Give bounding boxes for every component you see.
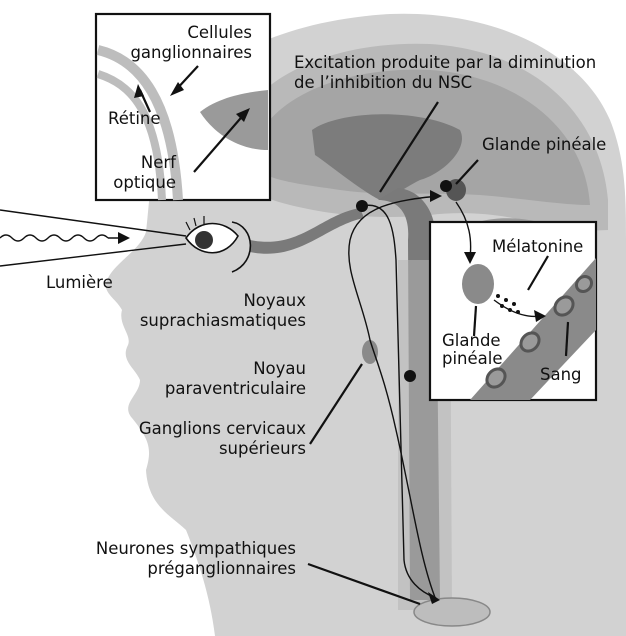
- label-nerf: Nerf: [141, 153, 177, 172]
- label-retine: Rétine: [108, 109, 161, 128]
- label-pineale-inset: pinéale: [442, 349, 503, 368]
- spinal-node: [404, 370, 416, 382]
- label-suprachiasmatiques: suprachiasmatiques: [140, 311, 306, 330]
- label-ganglions: Ganglions cervicaux: [139, 419, 306, 438]
- label-lumiere: Lumière: [46, 273, 113, 292]
- pineal-node: [440, 180, 452, 192]
- label-glande-inset: Glande: [442, 331, 501, 350]
- label-preganglionnaires: préganglionnaires: [147, 559, 296, 578]
- label-noyaux: Noyaux: [243, 291, 306, 310]
- label-melatonine: Mélatonine: [492, 237, 583, 256]
- pvn-structure: [362, 340, 378, 364]
- label-cellules: Cellules: [187, 23, 252, 42]
- label-glande-pineale: Glande pinéale: [482, 135, 606, 154]
- label-sang: Sang: [540, 365, 582, 384]
- label-excitation-2: de l’inhibition du NSC: [294, 73, 472, 92]
- label-ganglionnaires: ganglionnaires: [130, 43, 252, 62]
- label-optique: optique: [113, 173, 176, 192]
- sympathetic-ganglion: [414, 598, 490, 626]
- label-superieurs: supérieurs: [219, 439, 306, 458]
- label-paraventriculaire: paraventriculaire: [165, 379, 306, 398]
- label-excitation-1: Excitation produite par la diminution: [294, 53, 596, 72]
- label-neurones: Neurones sympathiques: [96, 539, 296, 558]
- label-noyau: Noyau: [253, 359, 306, 378]
- pineal-gland-inset: [462, 264, 494, 304]
